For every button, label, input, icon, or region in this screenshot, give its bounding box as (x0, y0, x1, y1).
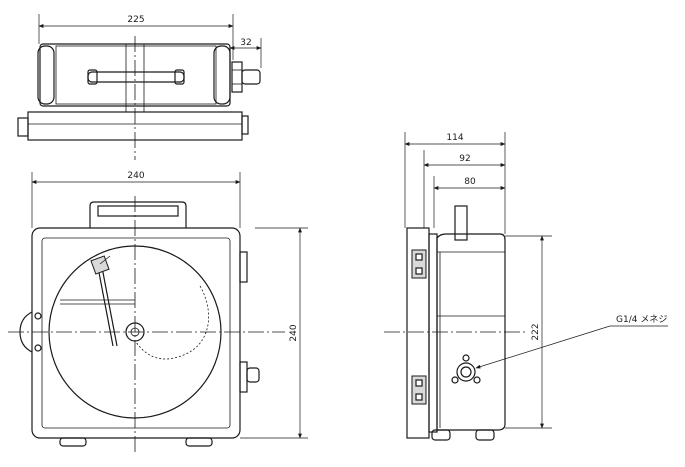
dim-label-222: 222 (531, 323, 541, 340)
port-callout: G1/4 メネジ (475, 314, 668, 369)
dim-top-width: 225 (38, 14, 234, 60)
top-view (17, 36, 261, 160)
dim-label-240-height: 240 (289, 324, 299, 341)
dim-label-32: 32 (240, 38, 251, 48)
dim-label-80: 80 (464, 177, 476, 187)
dim-side-height: 222 (505, 235, 552, 429)
dim-front-height: 240 (240, 227, 308, 439)
dim-label-114: 114 (446, 133, 463, 143)
dim-label-240-width: 240 (127, 171, 144, 181)
side-view (384, 205, 525, 441)
port-label: G1/4 メネジ (616, 314, 667, 325)
dim-side-depths: 114 92 80 (404, 132, 506, 234)
front-view (8, 196, 285, 452)
dim-top-depth: 32 (229, 38, 262, 68)
dim-front-width: 240 (31, 171, 241, 228)
dim-label-225: 225 (127, 15, 144, 25)
dim-label-92: 92 (459, 154, 470, 164)
